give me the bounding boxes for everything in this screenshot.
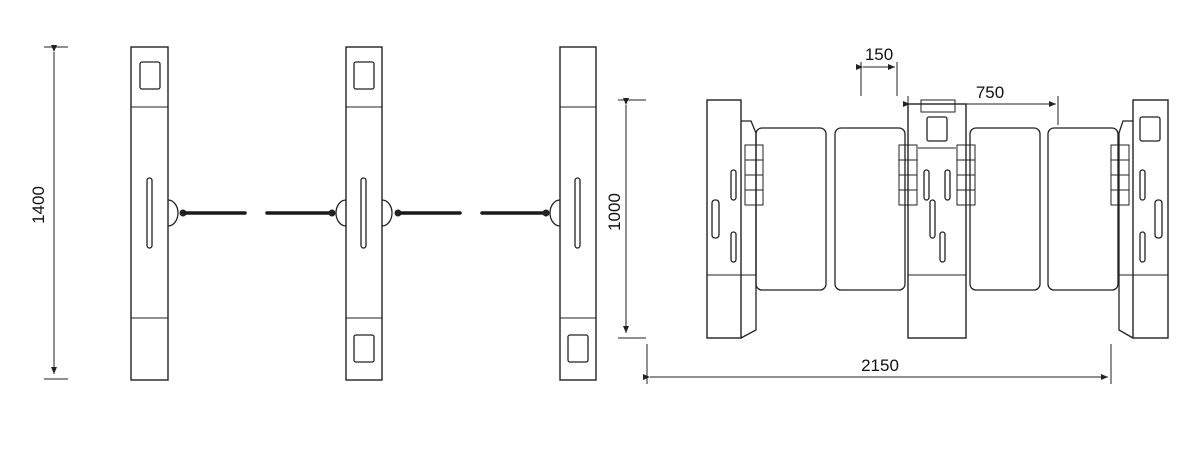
indicator-slot xyxy=(939,231,946,263)
tripod-post-3 xyxy=(542,46,597,381)
tripod-front-view: 1400 xyxy=(29,45,597,381)
height-dimension-left: 1400 xyxy=(29,45,68,380)
card-reader-icon xyxy=(353,334,375,363)
dimension-label-150: 150 xyxy=(865,45,893,64)
glass-wing-panel xyxy=(834,127,906,291)
indicator-slot xyxy=(711,199,720,239)
indicator-slot xyxy=(730,169,737,201)
card-reader-icon xyxy=(139,61,161,90)
indicator-slot xyxy=(944,169,951,201)
card-reader-icon xyxy=(926,116,948,142)
indicator-slot xyxy=(730,231,737,263)
glass-wing-panel xyxy=(755,127,827,291)
glass-wing-panel xyxy=(1047,127,1119,291)
indicator-slot xyxy=(929,199,936,239)
indicator-slot xyxy=(923,169,930,201)
dimension-label-750: 750 xyxy=(976,83,1004,102)
width-dimension-2150: 2150 xyxy=(643,344,1112,384)
gate-cabinet-left xyxy=(706,99,764,339)
card-reader-icon xyxy=(567,334,589,363)
indicator-slot xyxy=(360,177,367,249)
indicator-slot xyxy=(146,177,153,249)
height-dimension-right: 1000 xyxy=(605,98,646,339)
indicator-slot xyxy=(574,177,581,249)
indicator-slot xyxy=(1139,169,1146,201)
dimension-label-2150: 2150 xyxy=(861,356,899,375)
card-reader-icon xyxy=(353,61,375,90)
glass-wing-panel xyxy=(969,127,1041,291)
tripod-post-2 xyxy=(328,46,462,381)
swing-gate-view: 1000 150 750 2150 xyxy=(605,45,1169,384)
gate-cabinet-center xyxy=(898,99,976,339)
tripod-post-1 xyxy=(130,46,247,381)
dimension-label-1400: 1400 xyxy=(29,186,48,224)
dimension-label-1000: 1000 xyxy=(605,193,624,231)
gate-cabinet-right xyxy=(1110,99,1169,339)
width-dimension-150: 150 xyxy=(856,45,898,96)
card-reader-icon xyxy=(1139,116,1161,142)
indicator-slot xyxy=(1139,231,1146,263)
indicator-slot xyxy=(1154,199,1163,239)
